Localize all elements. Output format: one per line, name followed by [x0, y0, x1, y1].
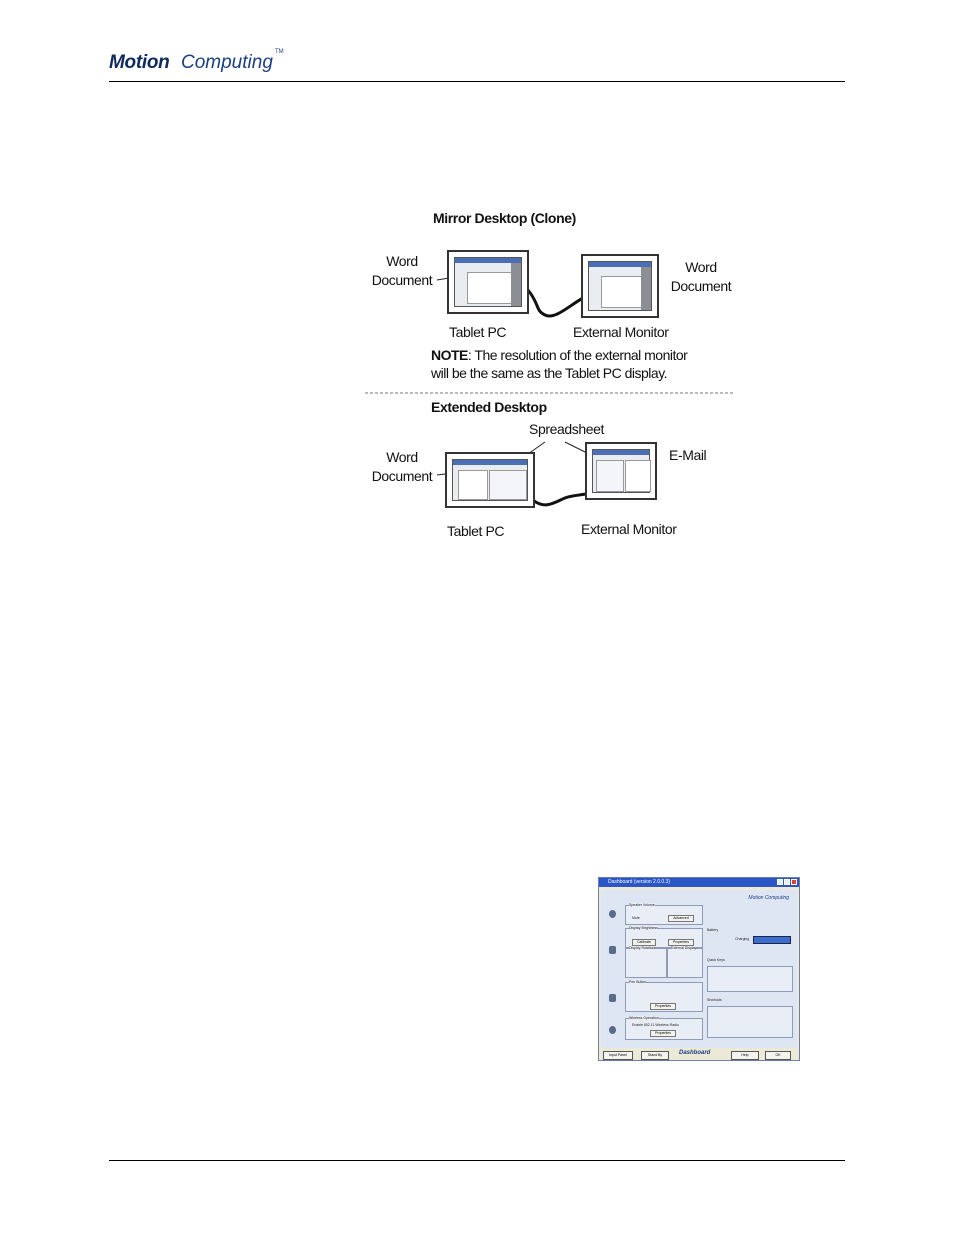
- dashboard-title: Dashboard (version 2.0.0.3): [608, 879, 670, 885]
- logo-computing-text: Computing: [181, 52, 273, 73]
- email-label: E-Mail: [669, 447, 707, 463]
- dashboard-title-bar: Dashboard (version 2.0.0.3): [599, 878, 799, 887]
- mirror-external-monitor-label: External Monitor: [573, 324, 669, 340]
- display-brightness-group: Display Brightness Calibrate Properties: [625, 926, 703, 948]
- ok-button: OK: [765, 1051, 791, 1060]
- mirror-left-label-line1: Word: [386, 253, 418, 269]
- speaker-volume-label: Speaker Volume: [629, 903, 655, 907]
- extended-desktop-title: Extended Desktop: [431, 399, 547, 415]
- enable-wireless-label: Enable 802.11 Wireless Radio: [632, 1023, 679, 1027]
- speaker-icon: [609, 910, 616, 918]
- advanced-button: Advanced: [668, 915, 694, 922]
- wireless-group: Wireless Operation Enable 802.11 Wireles…: [625, 1016, 703, 1040]
- dashboard-logo: Motion Computing: [748, 895, 789, 901]
- spreadsheet-label: Spreadsheet: [529, 421, 604, 437]
- note-prefix: NOTE: [431, 347, 468, 363]
- input-panel-button: Input Panel: [603, 1051, 633, 1060]
- extended-tablet-pc-label: Tablet PC: [447, 523, 505, 539]
- desktop-modes-figure: Mirror Desktop (Clone) Word Document Wor…: [365, 210, 735, 542]
- mirror-desktop-title: Mirror Desktop (Clone): [433, 210, 576, 226]
- pen-icon: [609, 994, 616, 1002]
- calibrate-button: Calibrate: [632, 939, 656, 946]
- mirror-external-monitor-image: [581, 254, 659, 318]
- speaker-volume-group: Speaker Volume Mute Advanced: [625, 903, 703, 925]
- wireless-properties-button: Properties: [650, 1030, 676, 1037]
- extended-external-monitor-image: [585, 442, 657, 500]
- quick-keys-label: Quick Keys: [707, 958, 725, 962]
- dashboard-footer: Input Panel Stand By Dashboard Help OK: [599, 1048, 799, 1060]
- charging-label: Charging: [735, 937, 750, 941]
- external-display-label: External Display: [671, 946, 697, 950]
- mirror-left-label: Word Document: [369, 252, 435, 290]
- dashboard-footer-label: Dashboard: [679, 1050, 711, 1056]
- shortcuts-group: [707, 1006, 793, 1038]
- mute-label: Mute: [632, 916, 640, 920]
- dashboard-body: Motion Computing Speaker Volume Mute Adv…: [601, 890, 797, 1048]
- mirror-note: NOTE: The resolution of the external mon…: [431, 346, 735, 382]
- pen-buttons-group: Pen Button Properties: [625, 980, 703, 1012]
- note-line1: : The resolution of the external monitor: [467, 347, 688, 363]
- dashboard-screenshot: Dashboard (version 2.0.0.3) Motion Compu…: [598, 877, 800, 1061]
- mirror-tablet-pc-image: [447, 250, 529, 314]
- display-properties-button: Properties: [668, 939, 694, 946]
- extended-external-monitor-label: External Monitor: [581, 521, 677, 537]
- maximize-icon: [784, 879, 790, 885]
- wireless-icon: [609, 1026, 616, 1034]
- logo-trademark: TM: [275, 49, 284, 55]
- shortcuts-label: Shortcuts: [707, 998, 722, 1002]
- extended-tablet-pc-image: [445, 452, 535, 508]
- quick-keys-group: [707, 966, 793, 992]
- logo-motion-text: Motion: [109, 52, 170, 73]
- minimize-icon: [777, 879, 783, 885]
- pen-buttons-label: Pen Button: [629, 980, 647, 984]
- extended-left-label-line1: Word: [386, 449, 418, 465]
- close-icon: [791, 879, 797, 885]
- battery-label: Battery: [707, 928, 719, 932]
- extended-left-label: Word Document: [369, 448, 435, 486]
- mirror-right-label-line2: Document: [670, 278, 732, 294]
- display-rotation-group: Display Rotation: [625, 946, 667, 978]
- display-rotation-label: Display Rotation: [629, 946, 655, 950]
- display-brightness-label: Display Brightness: [629, 926, 658, 930]
- external-display-group: External Display: [667, 946, 703, 978]
- footer-rule: [109, 1160, 845, 1161]
- wireless-label: Wireless Operation: [629, 1016, 659, 1020]
- extended-left-label-line2: Document: [371, 468, 433, 484]
- mirror-tablet-pc-label: Tablet PC: [449, 324, 507, 340]
- header-rule: [109, 81, 845, 82]
- display-icon: [609, 946, 616, 954]
- pen-properties-button: Properties: [650, 1003, 676, 1010]
- mirror-left-label-line2: Document: [371, 272, 433, 288]
- mirror-right-label: Word Document: [667, 258, 735, 296]
- battery-meter: [753, 936, 791, 944]
- help-button: Help: [731, 1051, 759, 1060]
- mirror-right-label-line1: Word: [685, 259, 717, 275]
- note-line2: will be the same as the Tablet PC displa…: [431, 365, 668, 381]
- stand-by-button: Stand By: [641, 1051, 669, 1060]
